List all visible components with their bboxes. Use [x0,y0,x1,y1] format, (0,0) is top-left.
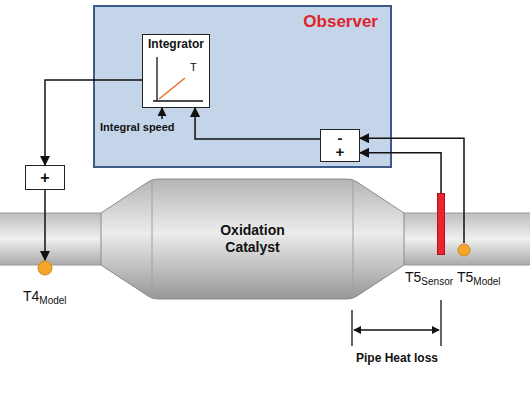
bracket-tick [351,310,352,346]
signal-arrow [360,138,464,243]
component-name: Oxidation Catalyst [203,222,303,256]
catalyst-body [101,179,404,299]
bracket-tick [440,300,441,346]
summing-junction: -+ [320,129,360,162]
axis-label: T [190,61,197,73]
signal-label: Integral speed [100,121,175,133]
dimension-label: Pipe Heat loss [356,351,438,365]
temperature-point: T5Model [457,243,501,285]
dimension-line [354,329,439,330]
temperature-dot [457,243,471,257]
signal-name: T5Model [457,269,501,285]
signal-arrow [360,153,441,193]
temperature-point: T4Model [23,260,67,304]
oxidation-catalyst: Oxidation Catalyst [100,178,405,300]
signal-arrow [195,108,320,139]
signal-name: T5Sensor [405,269,453,285]
sign-symbol: + [336,145,345,159]
input-arrow [161,108,163,119]
sensor-probe [437,193,445,255]
block-title: Integrator [148,37,204,51]
signal-arrow [45,80,142,165]
temperature-dot [37,260,53,276]
signal-arrow [44,190,46,260]
sign-symbol: + [40,169,49,187]
observer-box: ObserverIntegratorT -+ [93,5,392,168]
integrator-box: IntegratorT [142,34,210,108]
sign-symbol: - [338,131,343,145]
adder-box: + [25,165,65,190]
group-title: Observer [303,12,378,32]
signal-name: T4Model [23,288,67,304]
temperature-sensor: T5Sensor [405,193,453,285]
